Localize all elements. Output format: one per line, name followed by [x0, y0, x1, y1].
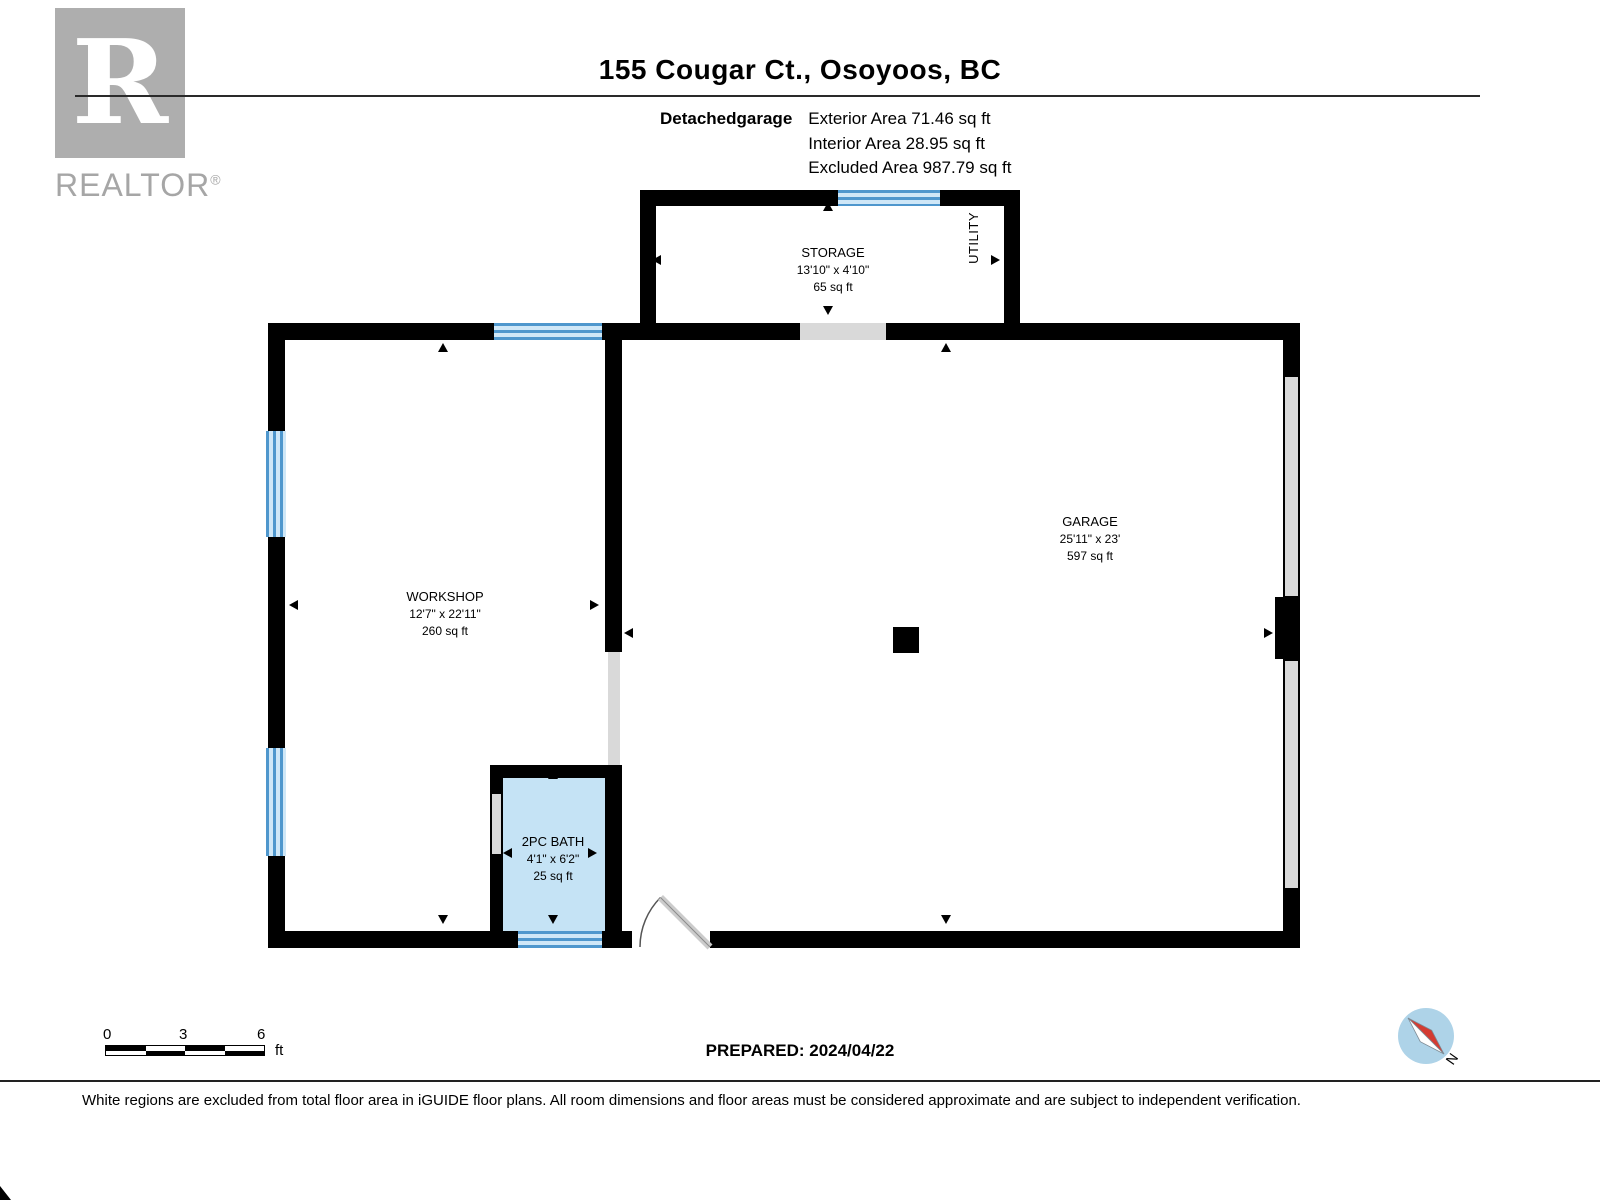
- page-title: 155 Cougar Ct., Osoyoos, BC: [598, 54, 1002, 85]
- scale-unit-label: ft: [275, 1042, 284, 1059]
- storage-name: STORAGE: [801, 245, 865, 260]
- bath-name: 2PC BATH: [521, 834, 585, 849]
- scale-cell: [224, 1050, 264, 1055]
- scale-cell: [185, 1050, 225, 1055]
- realtor-wordmark: REALTOR®: [55, 167, 225, 204]
- disclaimer-text: White regions are excluded from total fl…: [82, 1092, 1301, 1109]
- title-divider: [75, 95, 1480, 97]
- bath-dims: 4'1" x 6'2": [526, 852, 580, 867]
- compass: N: [1396, 1006, 1462, 1072]
- compass-rose-icon: [1398, 1008, 1454, 1064]
- page-corner-mark: [0, 1186, 11, 1200]
- garage-dim-arrow-down: [941, 915, 951, 924]
- scale-cell: [224, 1046, 264, 1051]
- excluded-area-line: Excluded Area 987.79 sq ft: [808, 158, 1012, 177]
- scale-bar-numbers: 0 3 6: [103, 1026, 266, 1044]
- room-label-storage: STORAGE 13'10" x 4'10" 65 sq ft: [763, 244, 903, 296]
- scale-bar-graphic: [105, 1045, 265, 1056]
- workshop-dim-arrow-down: [438, 915, 448, 924]
- realtor-logo-letter: R: [71, 15, 169, 151]
- workshop-name: WORKSHOP: [406, 589, 484, 604]
- workshop-left-window-lower: [266, 748, 286, 856]
- room-label-utility: UTILITY: [966, 212, 981, 264]
- main-bottom-wall: [268, 931, 1300, 948]
- footer-divider: [0, 1080, 1600, 1082]
- room-label-garage: GARAGE 25'11" x 23' 597 sq ft: [1020, 513, 1160, 565]
- main-top-wall: [268, 323, 1300, 340]
- bath-door-opening: [492, 794, 501, 854]
- registered-symbol: ®: [210, 171, 222, 188]
- garage-dim-arrow-up: [941, 343, 951, 352]
- bath-dim-arrow-right: [588, 848, 597, 858]
- workshop-dims: 12'7" x 22'11": [409, 607, 481, 622]
- workshop-dim-arrow-up: [438, 343, 448, 352]
- scale-bar: 0 3 6 ft: [103, 1026, 335, 1064]
- storage-left-wall: [640, 190, 656, 340]
- garage-dim-arrow-right: [1264, 628, 1273, 638]
- compass-needle-white: [1407, 1017, 1445, 1055]
- divider-wall: [605, 340, 622, 652]
- garage-name: GARAGE: [1062, 514, 1118, 529]
- scale-label-3: 3: [179, 1026, 188, 1043]
- workshop-dim-arrow-right: [590, 600, 599, 610]
- storage-dim-arrow-left: [652, 255, 661, 265]
- storage-right-wall: [1004, 190, 1020, 340]
- entry-door-opening: [632, 931, 710, 948]
- workshop-top-window: [494, 323, 602, 340]
- scale-label-6: 6: [257, 1026, 266, 1043]
- garage-dim-arrow-left: [624, 628, 633, 638]
- right-wall-post: [1275, 597, 1300, 659]
- garage-door-upper: [1285, 377, 1298, 596]
- storage-dim-arrow-up: [823, 202, 833, 211]
- bath-area: 25 sq ft: [533, 868, 573, 883]
- door-arc: [639, 896, 662, 948]
- bath-dim-arrow-down: [548, 915, 558, 924]
- door-swing: [639, 895, 713, 950]
- garage-post: [893, 627, 919, 653]
- storage-area: 65 sq ft: [813, 279, 853, 294]
- prepared-date: PREPARED: 2024/04/22: [705, 1041, 895, 1060]
- realtor-logo-block: R: [55, 8, 185, 158]
- garage-dims: 25'11" x 23': [1059, 532, 1121, 547]
- door-leaf-edge: [660, 897, 711, 948]
- scale-cell: [145, 1046, 185, 1051]
- workshop-dim-arrow-left: [289, 600, 298, 610]
- bath-dim-arrow-left: [503, 848, 512, 858]
- bath-dim-arrow-up: [548, 770, 558, 779]
- realtor-logo: R REALTOR®: [55, 8, 225, 204]
- garage-door-lower: [1285, 661, 1298, 888]
- scale-cell: [145, 1050, 185, 1055]
- storage-window: [838, 190, 940, 206]
- garage-area: 597 sq ft: [1066, 548, 1114, 563]
- interior-area-line: Interior Area 28.95 sq ft: [808, 133, 985, 153]
- floor-label: Detachedgarage: [660, 109, 793, 128]
- room-label-bath: 2PC BATH 4'1" x 6'2" 25 sq ft: [495, 833, 611, 885]
- storage-entry-opening: [800, 323, 886, 340]
- scale-cell: [106, 1046, 146, 1051]
- storage-dim-arrow-right: [991, 255, 1000, 265]
- bath-right-wall: [605, 765, 622, 931]
- bath-bottom-window: [518, 931, 602, 948]
- room-label-workshop: WORKSHOP 12'7" x 22'11" 260 sq ft: [375, 588, 515, 640]
- realtor-wordmark-text: REALTOR: [55, 167, 211, 203]
- divider-opening: [608, 652, 620, 765]
- scale-cell: [185, 1046, 225, 1051]
- workshop-area: 260 sq ft: [421, 623, 469, 638]
- scale-label-0: 0: [103, 1026, 112, 1043]
- storage-dim-arrow-down: [823, 306, 833, 315]
- area-lines: Exterior Area 71.46 sq ft Interior Area …: [808, 107, 1011, 181]
- exterior-area-line: Exterior Area 71.46 sq ft: [808, 109, 991, 128]
- storage-dims: 13'10" x 4'10": [796, 263, 870, 278]
- floor-summary: Detachedgarage Exterior Area 71.46 sq ft…: [660, 107, 1011, 181]
- scale-cell: [106, 1050, 146, 1055]
- workshop-left-window-upper: [266, 431, 286, 537]
